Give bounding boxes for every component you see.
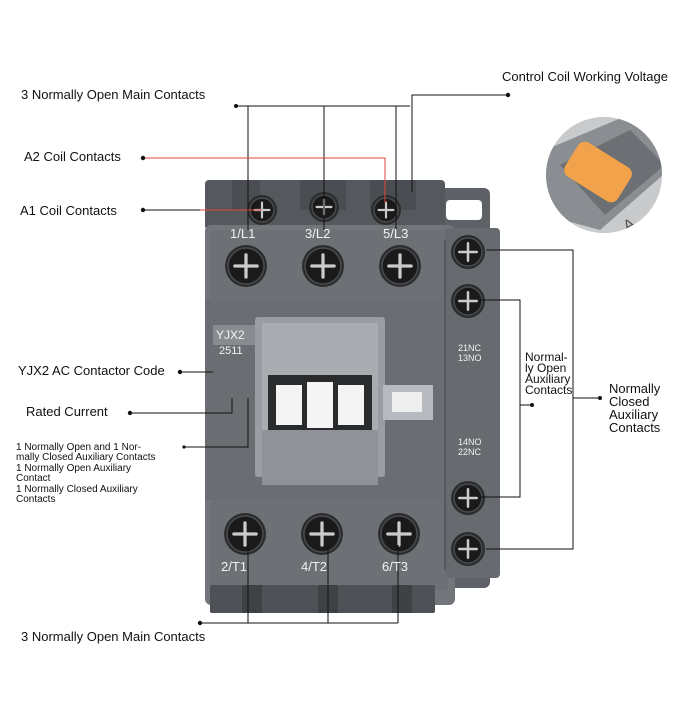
leader-aux-nc-bracket bbox=[486, 249, 574, 550]
label-aux-no-line2: Contact bbox=[16, 473, 51, 484]
main-screw-l3-icon bbox=[379, 245, 421, 287]
terminal-label-t1: 2/T1 bbox=[221, 559, 248, 574]
main-screw-l2-icon bbox=[302, 245, 344, 287]
terminal-label-l1: 1/L1 bbox=[230, 226, 256, 241]
terminal-label-l2: 3/L2 bbox=[305, 226, 331, 241]
orange-voltage-button bbox=[564, 141, 632, 203]
label-main-contacts-bottom: 3 Normally Open Main Contacts bbox=[21, 629, 206, 644]
main-screw-t2-icon bbox=[301, 513, 343, 555]
label-control-coil-voltage: Control Coil Working Voltage bbox=[502, 69, 668, 84]
label-normally-open-aux-4: Contacts bbox=[525, 383, 573, 397]
leader-rated-current bbox=[130, 398, 233, 414]
main-screw-t3-icon bbox=[378, 513, 420, 555]
label-aux-nc-line1: 1 Normally Closed Auxiliary bbox=[16, 484, 138, 495]
mounting-slot-top bbox=[446, 200, 482, 220]
main-screw-l1-icon bbox=[225, 245, 267, 287]
coil-voltage-inset: A bbox=[546, 117, 662, 233]
label-aux-no-line1: 1 Normally Open Auxiliary bbox=[16, 463, 132, 474]
label-a1-coil: A1 Coil Contacts bbox=[20, 203, 117, 218]
aux-label-21nc: 21NC bbox=[458, 343, 482, 353]
actuator-lower bbox=[262, 430, 378, 485]
aux-screw-1-icon bbox=[451, 235, 485, 269]
terminal-label-t3: 6/T3 bbox=[382, 559, 409, 574]
bottom-rib bbox=[392, 585, 412, 613]
label-rated-current: Rated Current bbox=[26, 404, 108, 419]
leader-aux-combo bbox=[184, 398, 249, 448]
side-window-inner bbox=[392, 392, 422, 412]
label-normally-closed-aux-4: Contacts bbox=[609, 420, 661, 435]
aux-screw-4-icon bbox=[451, 532, 485, 566]
label-aux-combo-line1: 1 Normally Open and 1 Nor- bbox=[16, 442, 142, 453]
leader-control-coil bbox=[411, 94, 508, 192]
terminal-label-t2: 4/T2 bbox=[301, 559, 328, 574]
device-rating-text: 2511 bbox=[219, 345, 243, 357]
leader-dots bbox=[127, 92, 602, 626]
label-aux-combo-line2: mally Closed Auxiliary Contacts bbox=[16, 452, 156, 463]
aux-screw-2-icon bbox=[451, 284, 485, 318]
label-normally-open-aux-2: ly Open bbox=[525, 361, 567, 375]
screw-terminals bbox=[224, 192, 485, 566]
leader-a2-red bbox=[143, 157, 386, 203]
aux-label-22nc: 22NC bbox=[458, 447, 482, 457]
label-main-contacts-top: 3 Normally Open Main Contacts bbox=[21, 87, 206, 102]
aux-screw-3-icon bbox=[451, 481, 485, 515]
aux-label-13no: 13NO bbox=[458, 353, 482, 363]
label-contactor-code: YJX2 AC Contactor Code bbox=[18, 363, 165, 378]
label-a2-coil: A2 Coil Contacts bbox=[24, 149, 121, 164]
aux-label-14no: 14NO bbox=[458, 437, 482, 447]
leader-lines bbox=[130, 94, 600, 624]
label-normally-closed-aux-1: Normally bbox=[609, 381, 661, 396]
actuator-slider bbox=[276, 385, 302, 425]
label-normally-closed-aux-3: Auxiliary bbox=[609, 407, 659, 422]
aux-column bbox=[445, 228, 500, 578]
coil-screw-a2-icon bbox=[371, 195, 401, 225]
label-normally-open-aux-3: Auxiliary bbox=[525, 372, 571, 386]
device-code-text: YJX2 bbox=[216, 328, 245, 342]
actuator-slider bbox=[338, 385, 364, 425]
leader-aux-no-bracket bbox=[480, 299, 521, 498]
terminal-label-l3: 5/L3 bbox=[383, 226, 409, 241]
label-normally-closed-aux-2: Closed bbox=[609, 394, 650, 409]
label-normally-open-aux-1: Normal- bbox=[525, 350, 568, 364]
actuator-slider bbox=[307, 382, 333, 428]
code-plate bbox=[213, 325, 258, 345]
main-screw-t1-icon bbox=[224, 513, 266, 555]
label-aux-nc-line2: Contacts bbox=[16, 494, 56, 505]
bottom-rib bbox=[242, 585, 262, 613]
